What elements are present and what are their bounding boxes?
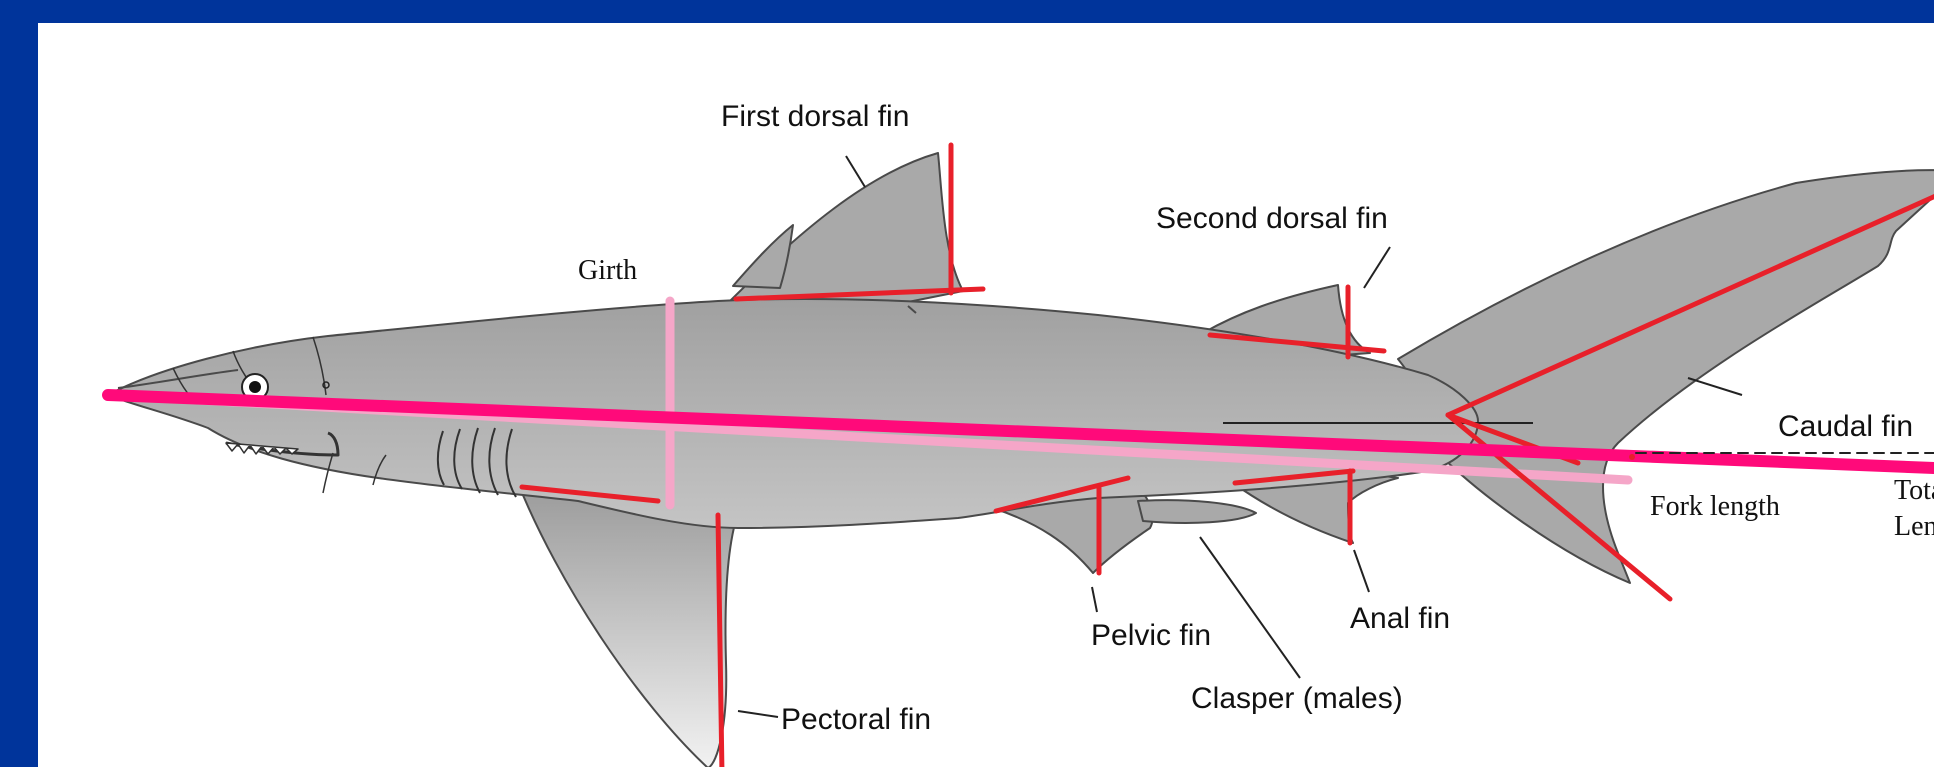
clasper-leader <box>1200 537 1300 678</box>
diagram-canvas: First dorsal fin Second dorsal fin Girth… <box>38 23 1934 767</box>
anal-leader <box>1354 550 1369 592</box>
girth-label: Girth <box>578 255 637 286</box>
pectoral-leader <box>738 711 778 717</box>
fork-length-label: Fork length <box>1650 491 1780 522</box>
first-dorsal-label: First dorsal fin <box>721 100 909 133</box>
caudal-leader <box>1688 378 1742 395</box>
second-dorsal-leader <box>1364 247 1390 288</box>
clasper-label: Clasper (males) <box>1191 682 1403 715</box>
total-length-label-line2: Length <box>1894 511 1934 542</box>
total-length-label-line1: Total <box>1894 475 1934 506</box>
caudal-label: Caudal fin <box>1778 410 1913 443</box>
pectoral-label: Pectoral fin <box>781 703 931 736</box>
fork-point-marker <box>1629 454 1635 460</box>
anal-label: Anal fin <box>1350 602 1450 635</box>
second-dorsal-label: Second dorsal fin <box>1156 202 1388 235</box>
first-dorsal-leader <box>846 156 865 187</box>
pelvic-leader <box>1092 587 1097 612</box>
pelvic-label: Pelvic fin <box>1091 619 1211 652</box>
clasper-shape <box>1138 500 1256 523</box>
shark-diagram: First dorsal fin Second dorsal fin Girth… <box>38 23 1934 767</box>
